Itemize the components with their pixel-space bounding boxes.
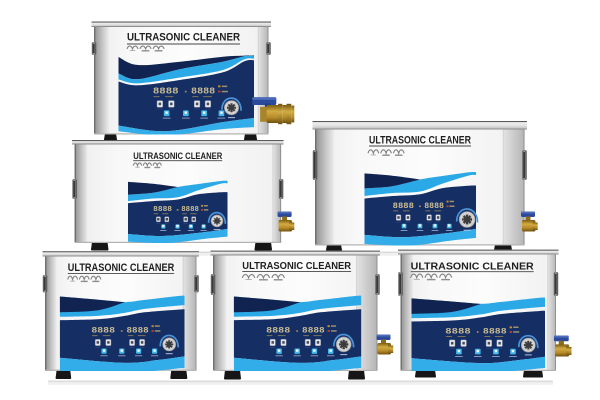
svg-text:ULTRASONIC CLEANER: ULTRASONIC CLEANER [68,262,175,274]
svg-text:8888: 8888 [153,86,179,97]
svg-text:8888: 8888 [191,86,216,97]
svg-text:8888: 8888 [302,326,325,336]
svg-text:ULTRASONIC CLEANER: ULTRASONIC CLEANER [127,32,240,44]
svg-text:8888: 8888 [483,328,507,337]
svg-text:ULTRASONIC CLEANER: ULTRASONIC CLEANER [133,151,222,162]
svg-text:8888: 8888 [153,206,172,214]
svg-text:8888: 8888 [181,206,199,214]
svg-text:8888: 8888 [266,326,290,336]
svg-text:8888: 8888 [127,326,149,336]
svg-text:ULTRASONIC CLEANER: ULTRASONIC CLEANER [242,261,352,272]
svg-text:8888: 8888 [91,326,115,336]
svg-text:8888: 8888 [393,201,414,211]
svg-text:8888: 8888 [445,328,470,337]
svg-text:8888: 8888 [424,201,444,211]
svg-text:ULTRASONIC CLEANER: ULTRASONIC CLEANER [411,262,535,273]
svg-text:ULTRASONIC CLEANER: ULTRASONIC CLEANER [369,135,471,147]
